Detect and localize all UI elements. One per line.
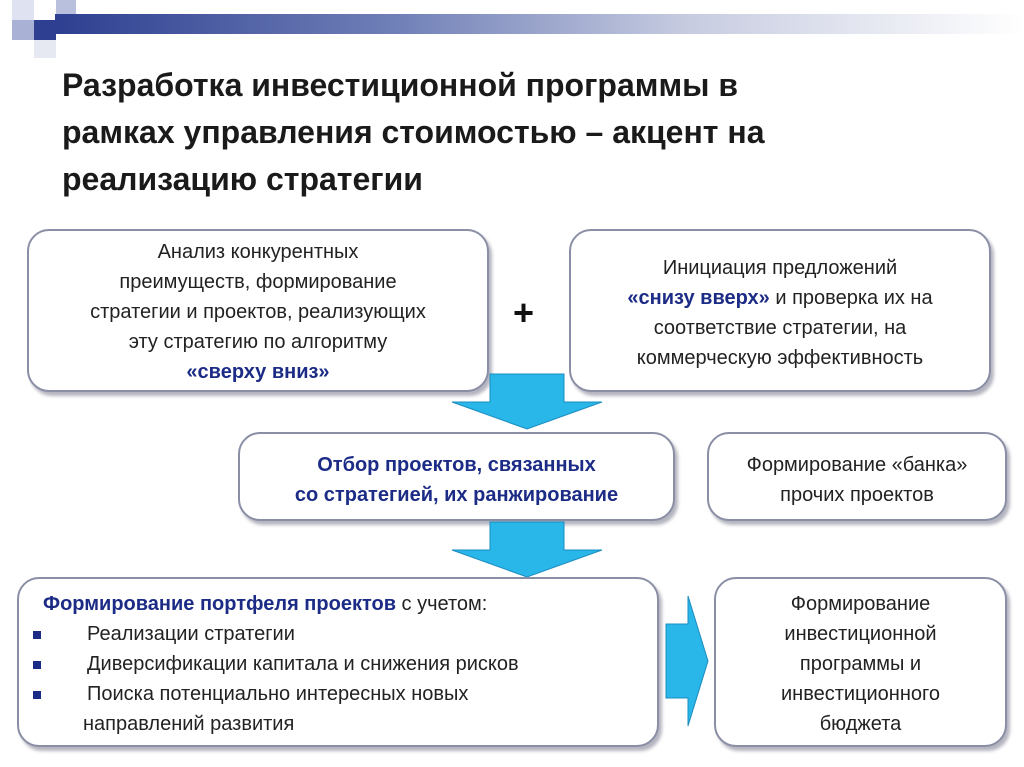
portfolio-box: Формирование портфеля проектов с учетом:… <box>17 577 659 747</box>
program-text: Формирование <box>790 593 931 615</box>
down-arrow <box>451 373 603 430</box>
portfolio-heading-accent: Формирование портфеля проектов <box>43 593 396 615</box>
title-line: реализацию стратегии <box>62 161 423 197</box>
program-text: инвестиционной <box>784 623 937 645</box>
decor-square <box>34 20 56 40</box>
list-item-continuation: направлений развития <box>83 713 295 735</box>
list-item: Реализации стратегии <box>33 619 657 649</box>
square-bullet-icon <box>33 691 41 699</box>
analysis-text: эту стратегию по алгоритму <box>128 331 388 353</box>
analysis-box: Анализ конкурентных преимуществ, формиро… <box>27 229 489 392</box>
project-bank-box: Формирование «банка» прочих проектов <box>707 432 1007 521</box>
initiation-text: и проверка их на <box>769 287 933 309</box>
bank-text: прочих проектов <box>780 484 934 506</box>
square-bullet-icon <box>33 661 41 669</box>
initiation-box: Инициация предложений «снизу вверх» и пр… <box>569 229 991 392</box>
decor-square <box>56 0 76 14</box>
decor-square <box>12 20 34 40</box>
slide-title: Разработка инвестиционной программы в ра… <box>62 62 982 203</box>
list-item-text: Диверсификации капитала и снижения риско… <box>87 653 519 675</box>
program-text: инвестиционного <box>780 683 940 705</box>
selection-text: со стратегией, их ранжирование <box>294 484 619 506</box>
decor-square <box>12 0 34 20</box>
analysis-text: стратегии и проектов, реализующих <box>90 301 426 323</box>
arrow-shape <box>451 373 603 430</box>
arrow-shape <box>451 521 603 578</box>
program-text: бюджета <box>819 713 902 735</box>
header-gradient-band <box>55 14 1024 34</box>
analysis-text: Анализ конкурентных <box>157 241 359 263</box>
title-line: рамках управления стоимостью – акцент на <box>62 114 765 150</box>
top-down-label: «сверху вниз» <box>186 361 330 383</box>
initiation-text: Инициация предложений <box>662 257 898 279</box>
list-item-text: Поиска потенциально интересных новых <box>87 683 469 705</box>
right-arrow <box>665 595 709 727</box>
initiation-text: коммерческую эффективность <box>636 347 924 369</box>
bottom-up-label: «снизу вверх» <box>627 287 770 309</box>
investment-program-box: Формирование инвестиционной программы и … <box>714 577 1007 747</box>
initiation-text: соответствие стратегии, на <box>653 317 907 339</box>
program-text: программы и <box>799 653 922 675</box>
portfolio-heading: Формирование портфеля проектов с учетом: <box>43 589 657 619</box>
list-item: Поиска потенциально интересных новых нап… <box>33 679 657 739</box>
arrow-shape <box>665 595 709 727</box>
portfolio-heading-rest: с учетом: <box>396 593 488 615</box>
title-line: Разработка инвестиционной программы в <box>62 67 738 103</box>
list-item: Диверсификации капитала и снижения риско… <box>33 649 657 679</box>
bank-text: Формирование «банка» <box>746 454 968 476</box>
selection-text: Отбор проектов, связанных <box>317 454 596 476</box>
decor-square <box>34 40 56 58</box>
down-arrow <box>451 521 603 578</box>
selection-box: Отбор проектов, связанных со стратегией,… <box>238 432 675 521</box>
square-bullet-icon <box>33 631 41 639</box>
list-item-text: Реализации стратегии <box>87 623 295 645</box>
plus-sign: + <box>513 292 535 333</box>
analysis-text: преимуществ, формирование <box>119 271 397 293</box>
portfolio-list: Реализации стратегии Диверсификации капи… <box>33 619 657 739</box>
